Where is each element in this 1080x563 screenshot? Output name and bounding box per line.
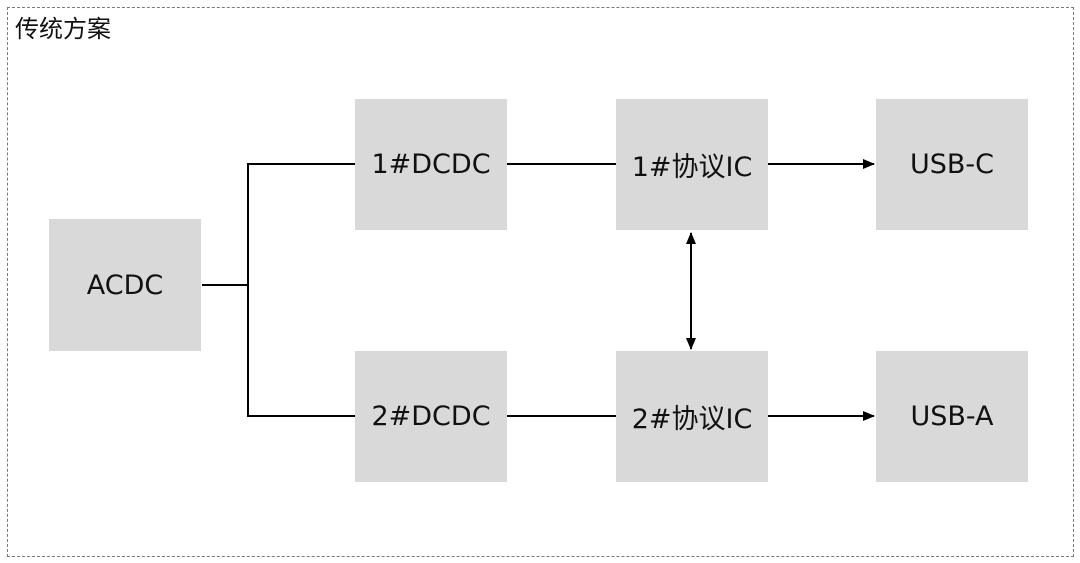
- node-usba-label: USB-A: [910, 401, 994, 432]
- node-ic1: 1#协议IC: [616, 99, 768, 230]
- node-dcdc2: 2#DCDC: [355, 351, 507, 482]
- node-acdc: ACDC: [49, 219, 201, 351]
- node-dcdc1: 1#DCDC: [355, 99, 507, 230]
- scheme-frame: [7, 7, 1074, 557]
- node-dcdc2-label: 2#DCDC: [371, 401, 491, 432]
- node-acdc-label: ACDC: [86, 269, 164, 301]
- node-ic2: 2#协议IC: [616, 351, 768, 482]
- node-usbc-label: USB-C: [909, 149, 995, 180]
- node-usbc: USB-C: [876, 99, 1028, 230]
- node-ic2-label: 2#协议IC: [631, 404, 753, 435]
- node-ic1-label: 1#协议IC: [631, 152, 753, 183]
- node-dcdc1-label: 1#DCDC: [371, 149, 491, 180]
- node-usba: USB-A: [876, 351, 1028, 482]
- frame-title: 传统方案: [15, 15, 111, 43]
